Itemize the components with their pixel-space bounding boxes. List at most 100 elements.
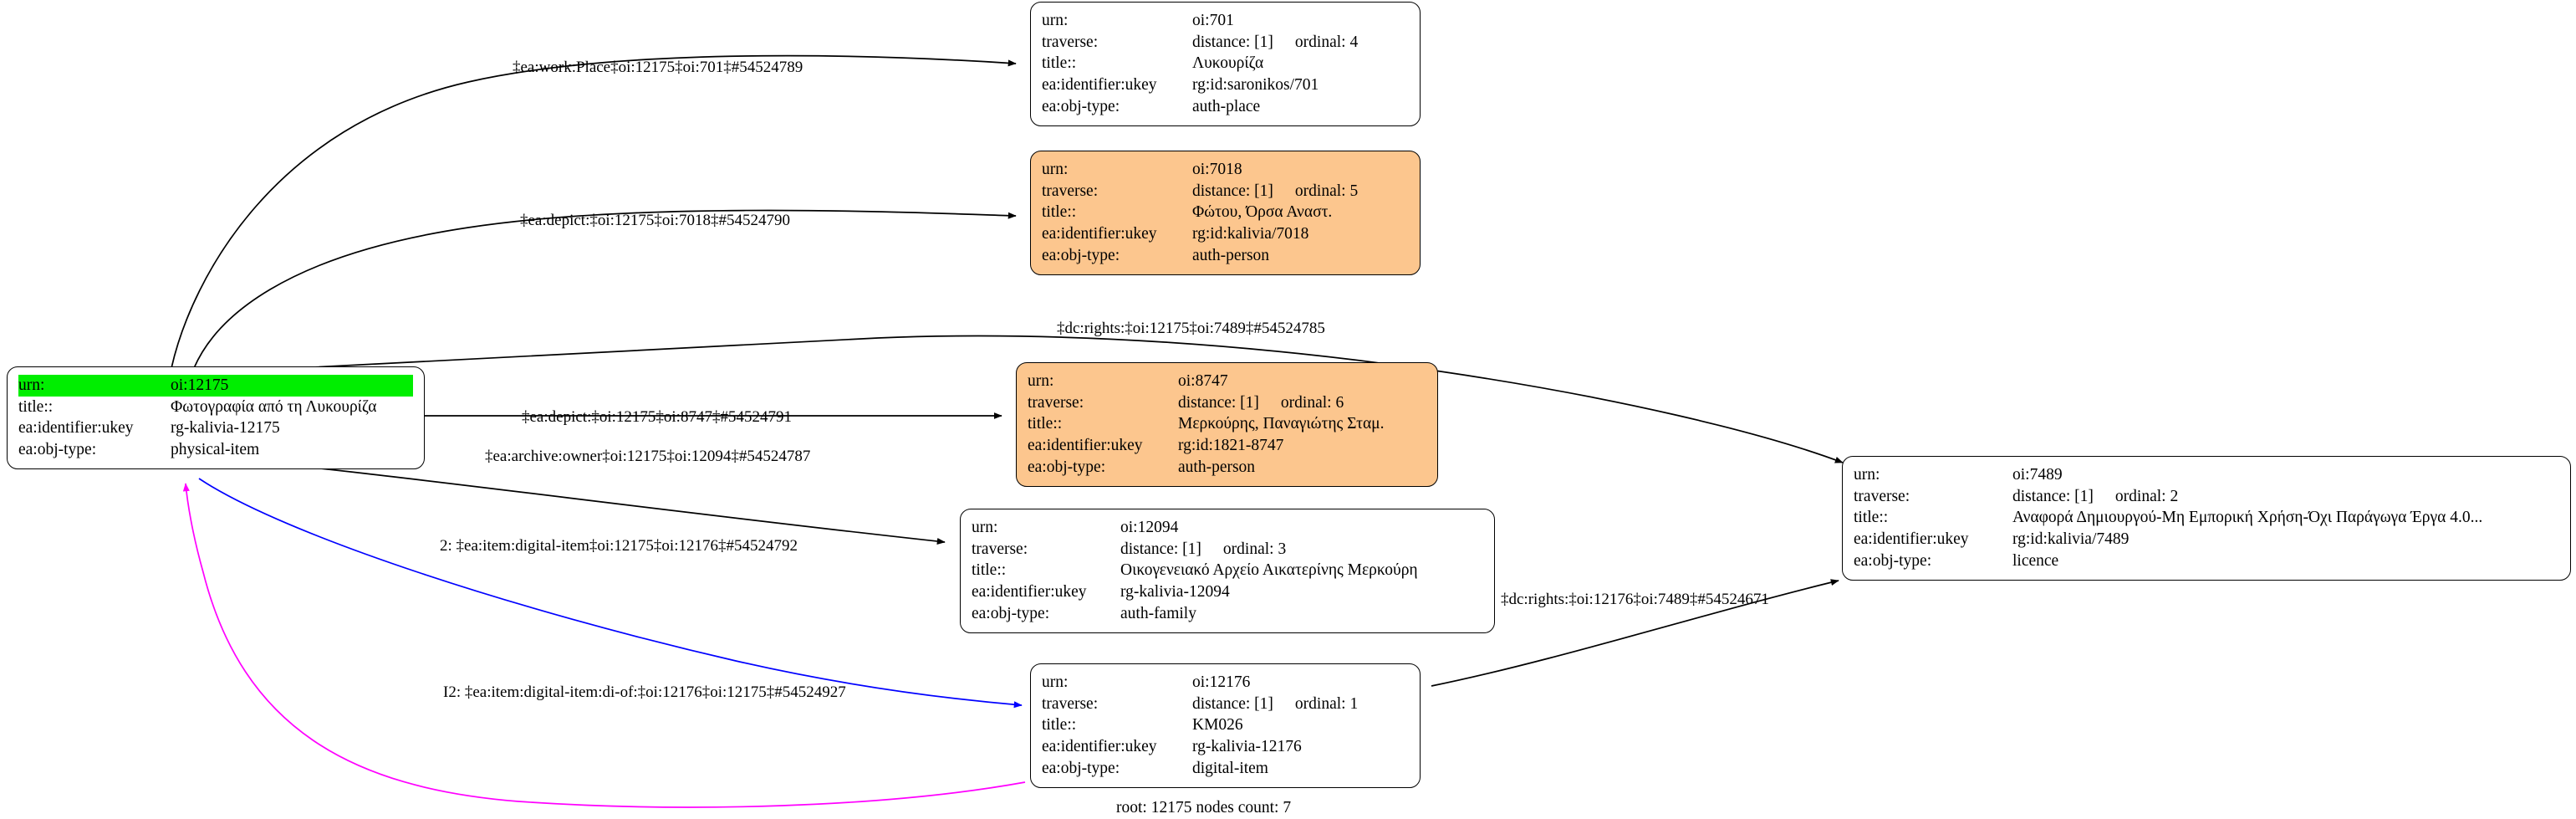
field-label-urn: urn:	[1042, 673, 1069, 691]
field-value-objtype: physical-item	[171, 441, 260, 459]
field-value-title: Οικογενειακό Αρχείο Αικατερίνης Μερκούρη	[1120, 561, 1418, 580]
node-oi-7018[interactable]: urn: oi:7018 traverse: distance: [1]ordi…	[1030, 151, 1421, 275]
field-label-objtype: ea:obj-type:	[972, 604, 1050, 622]
edge-label-ea-work-place: ‡ea:work:Place‡oi:12175‡oi:701‡#54524789	[513, 59, 803, 76]
field-label-urn: urn:	[18, 375, 171, 397]
traverse-distance: distance: [1]	[1120, 540, 1201, 558]
field-label-title: title::	[1042, 716, 1077, 735]
field-label-traverse: traverse:	[1042, 182, 1099, 200]
traverse-distance: distance: [1]	[1192, 33, 1273, 51]
field-value-objtype: licence	[2012, 551, 2059, 570]
edge-label-ea-archive-owner: ‡ea:archive:owner‡oi:12175‡oi:12094‡#545…	[485, 448, 811, 465]
node-row-traverse: traverse: distance: [1]ordinal: 5	[1042, 181, 1409, 202]
field-label-objtype: ea:obj-type:	[1042, 97, 1120, 115]
node-row-ukey: ea:identifier:ukey rg-kalivia-12094	[972, 581, 1483, 603]
field-label-title: title::	[18, 397, 54, 416]
field-label-ukey: ea:identifier:ukey	[1854, 530, 1969, 549]
field-value-traverse: distance: [1] ordinal: 3	[1120, 539, 1286, 561]
field-value-title: Μερκούρης, Παναγιώτης Σταμ.	[1178, 415, 1385, 433]
node-oi-12176[interactable]: urn: oi:12176 traverse: distance: [1]ord…	[1030, 663, 1421, 788]
field-value-urn: oi:7018	[1192, 161, 1242, 178]
traverse-ordinal: ordinal: 6	[1280, 393, 1344, 412]
field-label-ukey: ea:identifier:ukey	[1028, 437, 1143, 455]
edge-label-ea-depict-7018: ‡ea:depict:‡oi:12175‡oi:7018‡#54524790	[520, 212, 790, 229]
field-label-title: title::	[1854, 509, 1889, 527]
field-value-title: Φωτογραφία από τη Λυκουρίζα	[171, 397, 377, 416]
field-value-title: KM026	[1192, 716, 1243, 735]
node-oi-7489[interactable]: urn: oi:7489 traverse: distance: [1]ordi…	[1842, 456, 2571, 581]
node-row-traverse: traverse: distance: [1] ordinal: 6	[1028, 392, 1426, 414]
node-row-objtype: ea:obj-type: auth-person	[1042, 245, 1409, 267]
node-row-traverse: traverse: distance: [1]ordinal: 3	[972, 539, 1483, 561]
node-row-traverse: traverse: distance: [1]ordinal: 4	[1042, 32, 1409, 54]
node-row-urn: urn: oi:701	[1042, 10, 1409, 32]
edge-path-ea-item-digital-item	[198, 478, 1023, 709]
field-label-urn: urn:	[1028, 372, 1054, 390]
field-value-traverse: distance: [1]ordinal: 1	[1192, 694, 1358, 715]
graph-caption: root: 12175 nodes count: 7	[1116, 799, 1292, 816]
node-row-urn: urn: oi:7018	[1042, 159, 1409, 181]
traverse-distance: distance: [1]	[1178, 393, 1259, 412]
field-value-traverse: distance: [1]ordinal: 2	[2012, 486, 2178, 508]
field-value-title: Φώτου, Όρσα Αναστ.	[1192, 203, 1333, 222]
field-label-traverse: traverse:	[1028, 393, 1084, 412]
field-label-objtype: ea:obj-type:	[1854, 551, 1932, 570]
field-label-urn: urn:	[972, 519, 998, 536]
field-value-objtype: digital-item	[1192, 759, 1268, 777]
edge-path-ea-archive-owner	[215, 458, 946, 545]
node-row-ukey: ea:identifier:ukey rg:id:saronikos/701	[1042, 74, 1409, 96]
node-row-title: title:: KM026	[1042, 714, 1409, 736]
edge-label-ea-item-digital-item: 2: ‡ea:item:digital-item‡oi:12175‡oi:121…	[440, 537, 798, 555]
field-value-urn: oi:12176	[1192, 673, 1251, 691]
node-row-objtype: ea:obj-type: licence	[1854, 550, 2559, 572]
field-value-urn: oi:7489	[2012, 466, 2063, 484]
node-oi-12094[interactable]: urn: oi:12094 traverse: distance: [1]ord…	[960, 509, 1495, 633]
field-label-title: title::	[1042, 54, 1077, 73]
field-value-ukey: rg-kalivia-12176	[1192, 738, 1302, 756]
node-row-title: title:: Οικογενειακό Αρχείο Αικατερίνης …	[972, 560, 1483, 581]
field-value-ukey: rg-kalivia-12175	[171, 419, 280, 438]
node-row-ukey: ea:identifier:ukey rg:id:kalivia/7018	[1042, 223, 1409, 245]
node-row-objtype: ea:obj-type: physical-item	[18, 439, 413, 461]
field-value-ukey: rg:id:saronikos/701	[1192, 76, 1319, 95]
node-row-title: title:: Μερκούρης, Παναγιώτης Σταμ.	[1028, 413, 1426, 435]
node-row-urn: urn: oi:7489	[1854, 464, 2559, 486]
edge-path-dc-rights-12175-7489	[215, 335, 1844, 463]
field-label-objtype: ea:obj-type:	[1042, 759, 1120, 777]
node-row-title: title:: Φώτου, Όρσα Αναστ.	[1042, 202, 1409, 223]
traverse-ordinal: ordinal: 3	[1222, 540, 1287, 558]
traverse-ordinal: ordinal: 1	[1294, 694, 1359, 713]
node-row-urn: urn: oi:12094	[972, 517, 1483, 539]
edge-path-dc-rights-12176-7489	[1431, 579, 1839, 687]
node-row-ukey: ea:identifier:ukey rg:id:1821-8747	[1028, 435, 1426, 457]
field-label-objtype: ea:obj-type:	[1028, 458, 1106, 476]
field-label-traverse: traverse:	[1042, 694, 1099, 713]
field-label-ukey: ea:identifier:ukey	[1042, 225, 1157, 243]
node-row-title: title:: Φωτογραφία από τη Λυκουρίζα	[18, 397, 413, 418]
node-row-urn: urn: oi:12176	[1042, 672, 1409, 694]
node-row-title: title:: Λυκουρίζα	[1042, 53, 1409, 74]
node-oi-701[interactable]: urn: oi:701 traverse: distance: [1]ordin…	[1030, 2, 1421, 126]
edge-path-ea-depict-7018	[193, 209, 1017, 369]
field-label-urn: urn:	[1042, 161, 1069, 178]
node-row-ukey: ea:identifier:ukey rg-kalivia-12176	[1042, 736, 1409, 758]
edge-label-dc-rights-12175-7489: ‡dc:rights:‡oi:12175‡oi:7489‡#54524785	[1057, 320, 1325, 337]
field-label-objtype: ea:obj-type:	[18, 441, 97, 459]
field-value-title: Αναφορά Δημιουργού-Μη Εμπορική Χρήση-Όχι…	[2012, 509, 2483, 527]
node-oi-8747[interactable]: urn: oi:8747 traverse: distance: [1] ordi…	[1016, 362, 1438, 487]
field-value-objtype: auth-family	[1120, 604, 1196, 622]
field-label-traverse: traverse:	[1042, 33, 1099, 51]
node-oi-12175[interactable]: urn: oi:12175 title:: Φωτογραφία από τη …	[7, 366, 425, 469]
edge-label-ea-item-digital-item-di-of: I2: ‡ea:item:digital-item:di-of:‡oi:1217…	[443, 683, 846, 701]
field-label-ukey: ea:identifier:ukey	[972, 583, 1087, 601]
node-row-traverse: traverse: distance: [1]ordinal: 2	[1854, 486, 2559, 508]
field-value-ukey: rg:id:kalivia/7018	[1192, 225, 1309, 243]
field-value-urn: oi:12175	[171, 375, 229, 397]
field-value-urn: oi:8747	[1178, 372, 1228, 390]
field-value-ukey: rg-kalivia-12094	[1120, 583, 1230, 601]
traverse-ordinal: ordinal: 2	[2114, 487, 2179, 505]
node-row-objtype: ea:obj-type: auth-person	[1028, 457, 1426, 479]
field-label-traverse: traverse:	[1854, 487, 1910, 505]
field-label-ukey: ea:identifier:ukey	[1042, 76, 1157, 95]
